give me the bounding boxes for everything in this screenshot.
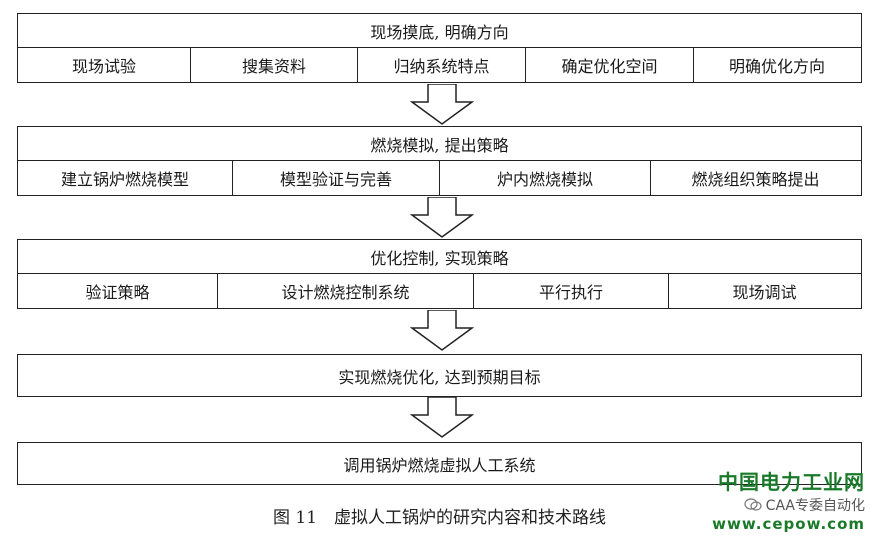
stage4-title: 实现燃烧优化, 达到预期目标 <box>338 367 541 387</box>
stage2-item: 燃烧组织策略提出 <box>650 161 860 195</box>
watermark: 中国电力工业网 CAA专委自动化 www.cepow.com <box>712 466 865 533</box>
stage2-item: 建立锅炉燃烧模型 <box>60 170 189 189</box>
figure-caption: 图 11 虚拟人工锅炉的研究内容和技术路线 <box>272 508 607 528</box>
stage3-item: 平行执行 <box>473 274 668 308</box>
watermark-subtitle: CAA专委自动化 <box>765 498 865 514</box>
stage2-item: 炉内燃烧模拟 <box>439 161 650 195</box>
stage3-item: 验证策略 <box>85 283 150 302</box>
watermark-title: 中国电力工业网 <box>718 470 865 494</box>
stage1-item: 明确优化方向 <box>693 48 860 82</box>
watermark-subtitle-row: CAA专委自动化 <box>712 495 865 515</box>
watermark-url: www.cepow.com <box>712 515 865 533</box>
wechat-icon <box>744 498 762 511</box>
stage4-block: 实现燃烧优化, 达到预期目标 <box>17 354 862 397</box>
stage2-items: 建立锅炉燃烧模型 模型验证与完善 炉内燃烧模拟 燃烧组织策略提出 <box>18 160 861 195</box>
stage3-item: 现场调试 <box>668 274 860 308</box>
stage1-items: 现场试验 搜集资料 归纳系统特点 确定优化空间 明确优化方向 <box>18 47 861 82</box>
stage3-block: 优化控制, 实现策略 验证策略 设计燃烧控制系统 平行执行 现场调试 <box>17 239 862 309</box>
stage3-title: 优化控制, 实现策略 <box>370 248 509 268</box>
down-arrow-icon <box>410 397 474 438</box>
stage1-block: 现场摸底, 明确方向 现场试验 搜集资料 归纳系统特点 确定优化空间 明确优化方… <box>17 13 862 83</box>
down-arrow-icon <box>410 84 474 125</box>
stage2-title: 燃烧模拟, 提出策略 <box>370 135 509 155</box>
stage1-item: 确定优化空间 <box>525 48 693 82</box>
down-arrow-icon <box>410 310 474 351</box>
stage1-title: 现场摸底, 明确方向 <box>370 22 509 42</box>
stage1-item: 现场试验 <box>71 57 136 76</box>
stage2-block: 燃烧模拟, 提出策略 建立锅炉燃烧模型 模型验证与完善 炉内燃烧模拟 燃烧组织策… <box>17 126 862 196</box>
down-arrow-icon <box>410 197 474 238</box>
stage2-item: 模型验证与完善 <box>232 161 439 195</box>
stage5-title: 调用锅炉燃烧虚拟人工系统 <box>343 455 536 475</box>
stage5-block: 调用锅炉燃烧虚拟人工系统 <box>17 442 862 485</box>
stage1-item: 归纳系统特点 <box>357 48 525 82</box>
stage3-item: 设计燃烧控制系统 <box>217 274 473 308</box>
stage1-item: 搜集资料 <box>190 48 357 82</box>
stage3-items: 验证策略 设计燃烧控制系统 平行执行 现场调试 <box>18 273 861 308</box>
